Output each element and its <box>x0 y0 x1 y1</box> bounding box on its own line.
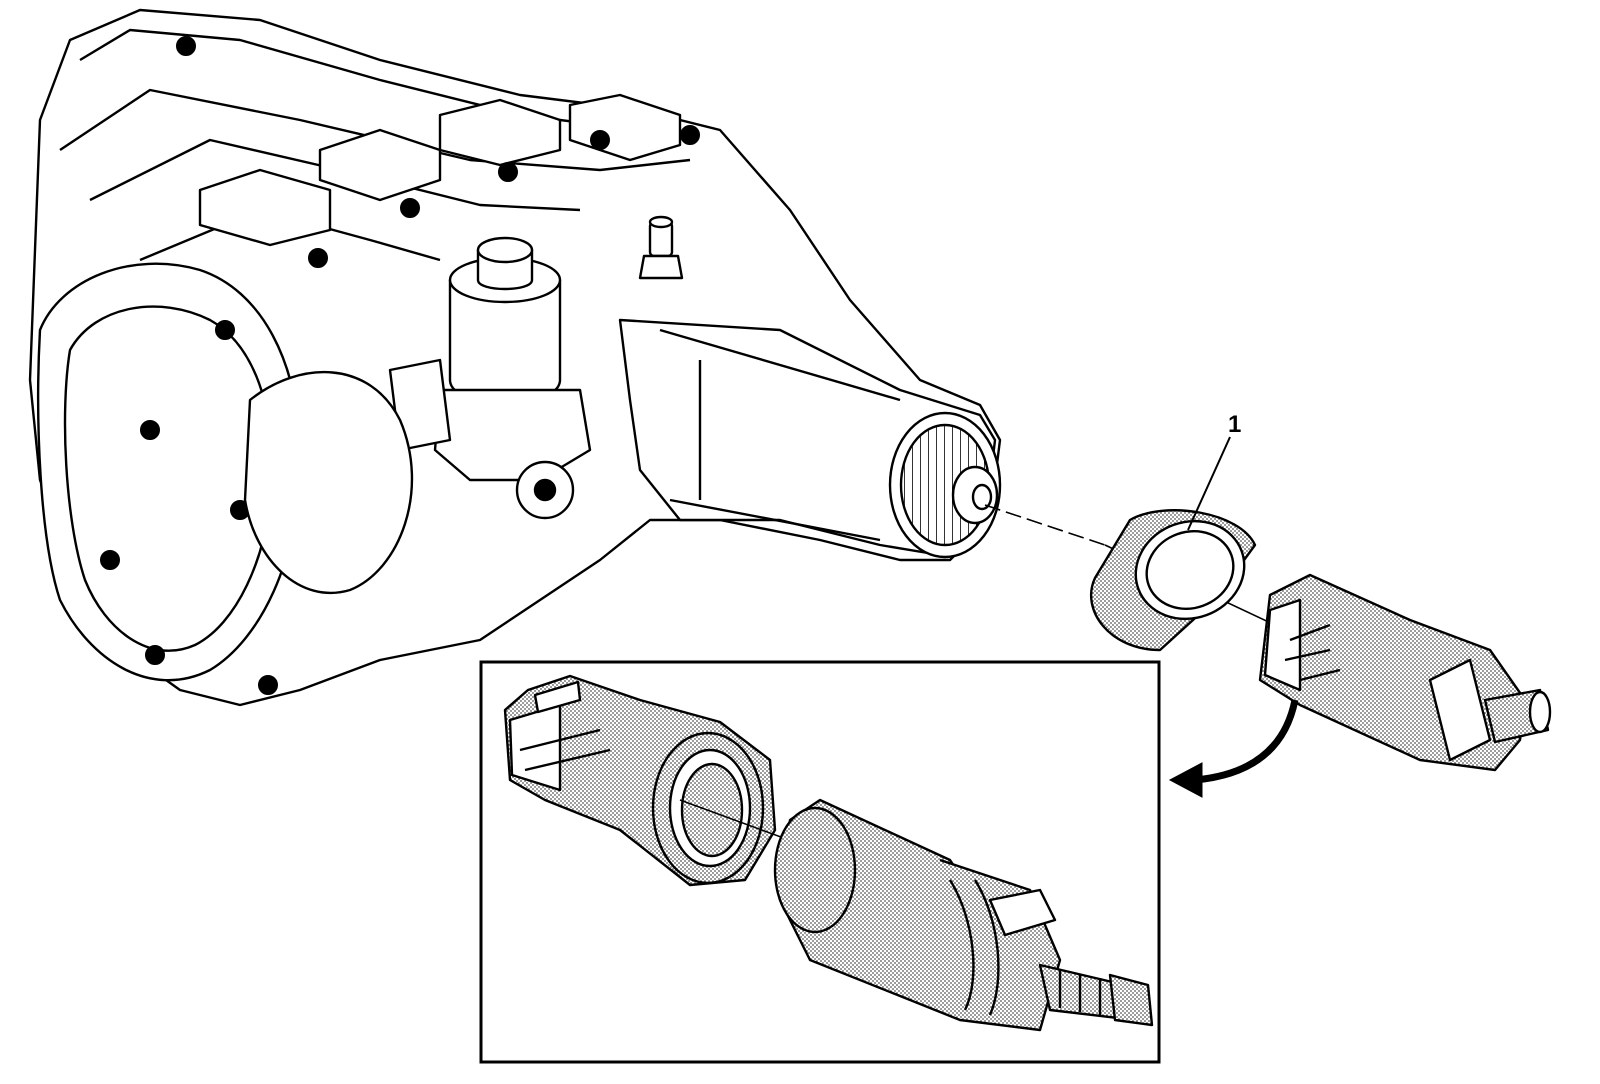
speed-sensor <box>638 215 684 280</box>
tool-detail-inset <box>479 660 1161 1064</box>
callout-1-leader <box>1187 436 1231 531</box>
installer-collet <box>503 674 777 887</box>
callout-1-label: 1 <box>1228 411 1241 438</box>
housing-bolts <box>100 36 700 695</box>
front-bore <box>243 370 414 595</box>
transfer-case <box>28 8 1002 707</box>
front-flange <box>36 262 302 682</box>
callout-1: 1 <box>1187 411 1241 531</box>
seal-installer-assembled <box>1258 573 1552 772</box>
installer-body <box>679 798 1154 1032</box>
encoder-motor <box>388 236 592 520</box>
output-shaft-seal <box>1089 509 1257 652</box>
curved-arrow-icon <box>1168 699 1299 798</box>
